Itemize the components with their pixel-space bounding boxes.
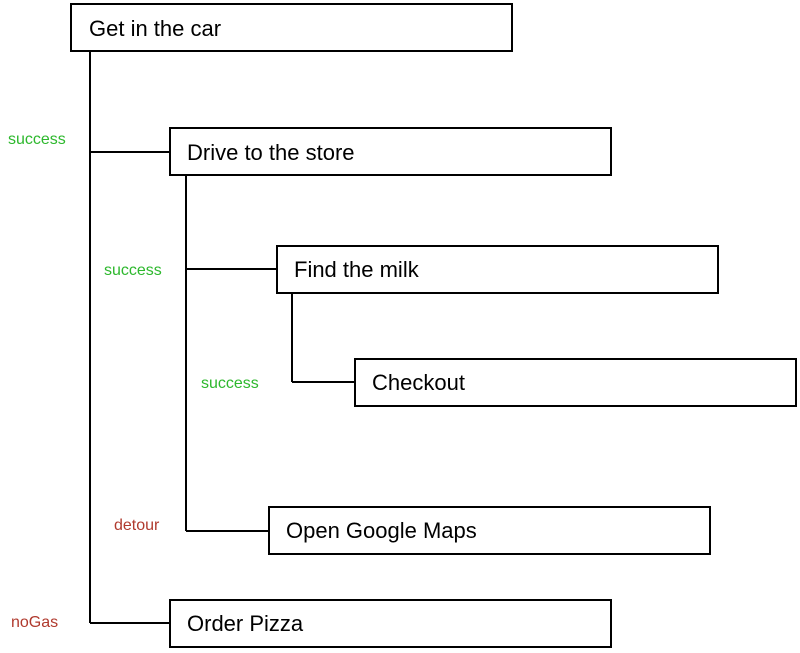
node-label: Get in the car: [89, 16, 221, 41]
node-label: Open Google Maps: [286, 518, 477, 543]
node-get-in-car: Get in the car: [70, 3, 513, 52]
edge-labels: success success success detour noGas: [8, 131, 259, 631]
connectors: [89, 50, 355, 624]
edge-label-car-to-drive: success: [8, 131, 66, 148]
node-box: [169, 127, 612, 176]
edge-label-drive-to-maps: detour: [114, 517, 160, 534]
node-checkout: Checkout: [354, 358, 797, 407]
node-box: [354, 358, 797, 407]
edge-label-find-to-checkout: success: [201, 375, 259, 392]
node-order-pizza: Order Pizza: [169, 599, 612, 648]
edge-label-car-to-pizza: noGas: [11, 614, 58, 631]
node-drive-to-store: Drive to the store: [169, 127, 612, 176]
node-label: Drive to the store: [187, 140, 355, 165]
edge-label-drive-to-find: success: [104, 262, 162, 279]
node-label: Find the milk: [294, 257, 420, 282]
node-open-google-maps: Open Google Maps: [268, 506, 711, 555]
node-label: Order Pizza: [187, 611, 304, 636]
node-box: [169, 599, 612, 648]
node-find-milk: Find the milk: [276, 245, 719, 294]
node-box: [70, 3, 513, 52]
node-label: Checkout: [372, 370, 465, 395]
node-box: [276, 245, 719, 294]
node-box: [268, 506, 711, 555]
